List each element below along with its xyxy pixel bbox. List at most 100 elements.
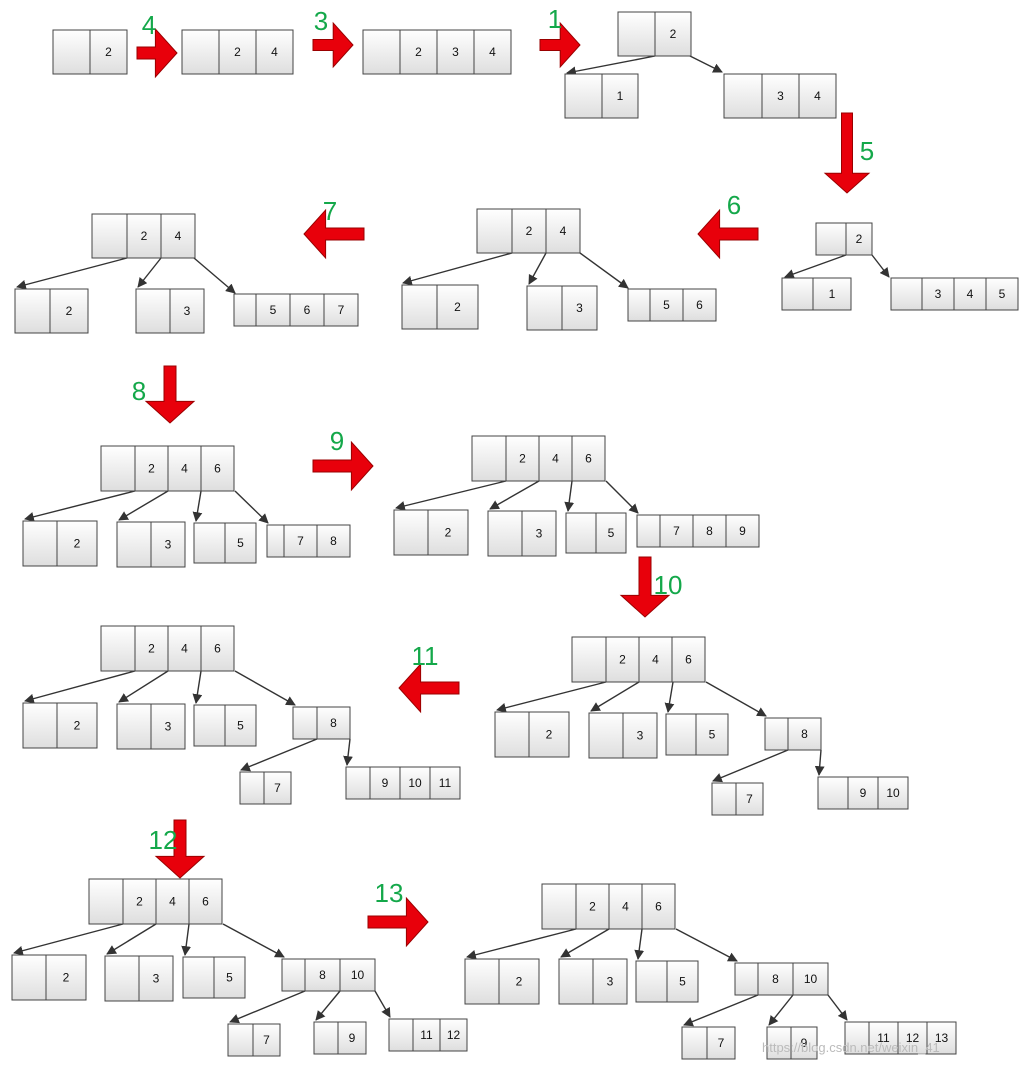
- node-key-label: 7: [263, 1033, 270, 1047]
- node-key-cell: [595, 512, 627, 554]
- tree-edge: [689, 55, 723, 73]
- node-pointer-cell: [890, 277, 923, 311]
- node-key-cell: [608, 883, 643, 930]
- node-key-cell: [283, 524, 318, 558]
- node-pointer-cell: [393, 509, 429, 556]
- node-pointer-cell: [734, 962, 759, 996]
- node-key-label: 2: [74, 719, 81, 733]
- btree-node: 5: [635, 960, 699, 1003]
- node-key-label: 5: [663, 298, 670, 312]
- node-pointer-cell: [558, 958, 594, 1005]
- btree-node: 2: [22, 702, 98, 749]
- btree-node: 5: [665, 713, 729, 756]
- node-key-cell: [538, 435, 573, 482]
- tree-edge: [528, 252, 547, 285]
- node-pointer-cell: [100, 625, 136, 672]
- node-key-label: 8: [801, 727, 808, 741]
- tree-edge: [192, 670, 203, 704]
- node-key-label: 1: [829, 287, 836, 301]
- node-key-label: 4: [181, 642, 188, 656]
- node-key-cell: [138, 955, 174, 1002]
- btree-node: 8: [292, 706, 351, 740]
- node-key-label: 4: [489, 45, 496, 59]
- node-key-cell: [169, 288, 205, 334]
- node-key-label: 2: [589, 900, 596, 914]
- node-key-label: 2: [445, 526, 452, 540]
- node-key-cell: [213, 956, 246, 999]
- node-pointer-cell: [815, 222, 847, 256]
- btree-node: 3: [135, 288, 205, 334]
- btree-node: 5: [193, 522, 257, 564]
- tree-edge: [234, 490, 269, 524]
- node-pointer-cell: [100, 445, 136, 492]
- node-key-label: 5: [226, 971, 233, 985]
- node-key-label: 4: [814, 89, 821, 103]
- step-number-label: 11: [412, 641, 439, 671]
- node-key-cell: [521, 510, 557, 557]
- node-key-cell: [790, 1026, 818, 1060]
- node-pointer-cell: [471, 435, 507, 482]
- node-key-cell: [337, 1021, 367, 1055]
- node-key-label: 12: [906, 1031, 920, 1045]
- node-key-cell: [255, 29, 294, 75]
- node-key-label: 5: [270, 303, 277, 317]
- step-arrows-layer: [136, 21, 871, 948]
- node-key-cell: [255, 293, 291, 327]
- btree-node: 7: [227, 1023, 281, 1057]
- node-pointer-cell: [181, 29, 220, 75]
- node-key-label: 2: [670, 27, 677, 41]
- node-key-label: 4: [622, 900, 629, 914]
- node-key-label: 4: [552, 452, 559, 466]
- btree-node: 9: [313, 1021, 367, 1055]
- tree-edge: [240, 738, 318, 772]
- step-arrow: [154, 819, 206, 879]
- btree-node: 2: [22, 520, 98, 567]
- node-key-cell: [399, 29, 438, 75]
- node-key-label: 2: [856, 232, 863, 246]
- node-pointer-cell: [764, 717, 789, 751]
- btree-node: 3: [558, 958, 628, 1005]
- node-key-cell: [985, 277, 1019, 311]
- node-key-cell: [339, 958, 376, 992]
- node-key-cell: [654, 11, 692, 57]
- step-number-label: 9: [330, 426, 344, 456]
- node-key-cell: [122, 878, 157, 925]
- tree-edge: [605, 480, 639, 514]
- tree-edge: [871, 254, 890, 278]
- node-key-cell: [439, 1018, 468, 1052]
- tree-edge: [675, 928, 738, 962]
- node-key-cell: [571, 435, 606, 482]
- tree-edge: [374, 990, 391, 1018]
- tree-edge: [683, 994, 759, 1027]
- tree-edge: [234, 670, 296, 706]
- node-pointer-cell: [116, 521, 152, 568]
- tree-edge: [496, 681, 607, 713]
- node-key-cell: [666, 960, 699, 1003]
- node-key-cell: [926, 1021, 957, 1055]
- node-pointer-cell: [14, 288, 51, 334]
- node-pointer-cell: [292, 706, 318, 740]
- tree-edge: [566, 55, 656, 77]
- btree-node: 2: [52, 29, 128, 75]
- node-key-cell: [323, 293, 359, 327]
- btree-node: 1: [781, 277, 852, 311]
- node-key-label: 2: [454, 300, 461, 314]
- node-key-label: 2: [66, 304, 73, 318]
- node-key-label: 3: [536, 527, 543, 541]
- node-key-label: 8: [772, 972, 779, 986]
- node-key-label: 5: [237, 536, 244, 550]
- node-key-cell: [692, 514, 727, 548]
- btree-node: 1: [564, 73, 639, 119]
- node-key-cell: [877, 776, 909, 810]
- node-key-cell: [641, 883, 676, 930]
- node-key-label: 6: [214, 462, 221, 476]
- node-key-label: 6: [214, 642, 221, 656]
- node-key-cell: [167, 445, 202, 492]
- node-key-label: 7: [673, 524, 680, 538]
